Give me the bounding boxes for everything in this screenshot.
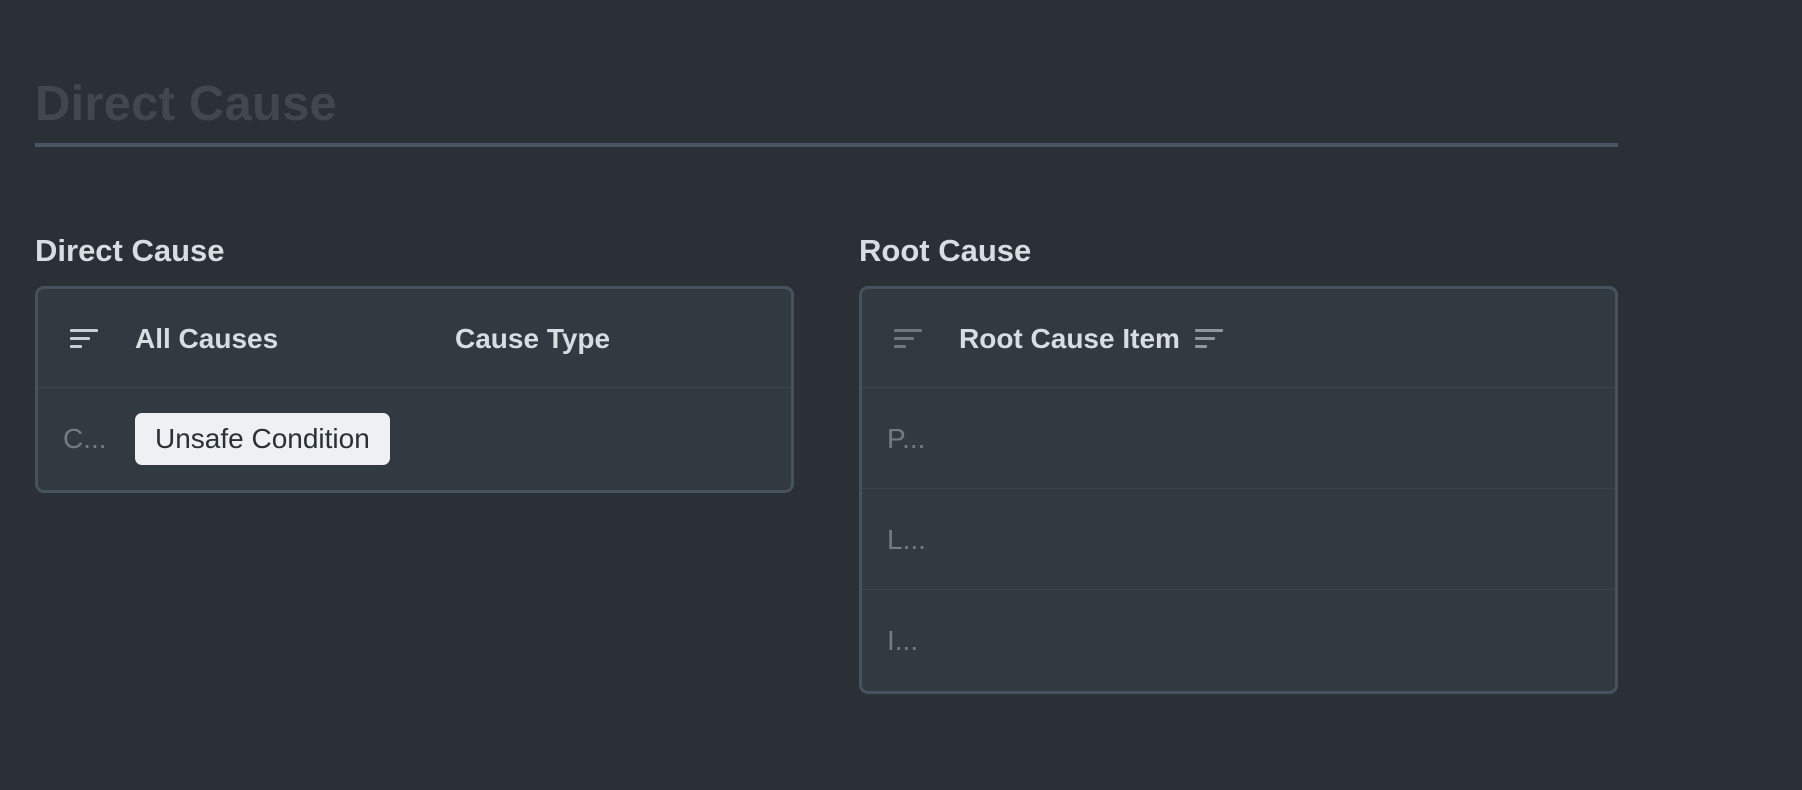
table-row[interactable]: I... (862, 590, 1615, 691)
column-header-all-causes[interactable]: All Causes (135, 323, 279, 354)
root-cause-label: Root Cause (859, 233, 1032, 268)
sort-icon[interactable] (894, 329, 924, 351)
row-key: C... (63, 423, 107, 454)
table-row[interactable]: P... (862, 388, 1615, 489)
page-title: Direct Cause (35, 77, 337, 131)
root-cause-table-header: Root Cause Item (862, 289, 1615, 388)
row-key: L... (887, 524, 926, 555)
column-header-root-cause-item[interactable]: Root Cause Item (959, 323, 1180, 354)
column-sort-icon[interactable] (1195, 329, 1225, 351)
row-key: P... (887, 423, 926, 454)
direct-cause-table: All Causes Cause Type C... Unsafe Condit… (35, 286, 794, 493)
table-row[interactable]: L... (862, 489, 1615, 590)
title-divider (35, 143, 1618, 147)
row-key: I... (887, 625, 919, 656)
table-row[interactable]: C... Unsafe Condition (38, 388, 791, 490)
direct-cause-label: Direct Cause (35, 233, 225, 268)
cause-type-tag[interactable]: Unsafe Condition (135, 413, 390, 465)
sort-icon[interactable] (70, 329, 100, 351)
column-header-cause-type[interactable]: Cause Type (455, 323, 611, 354)
root-cause-table: Root Cause Item P... L... I... (859, 286, 1618, 694)
direct-cause-table-header: All Causes Cause Type (38, 289, 791, 388)
